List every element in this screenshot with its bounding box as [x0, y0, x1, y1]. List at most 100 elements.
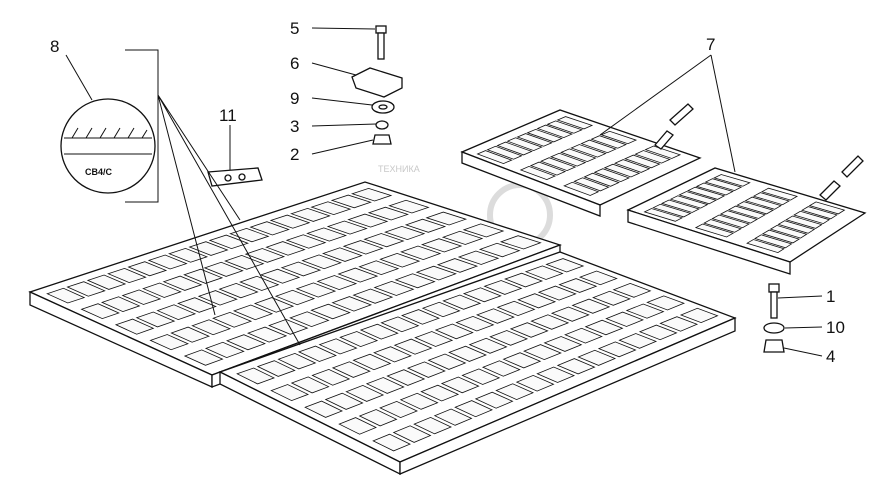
nut-2	[372, 134, 392, 145]
sieve-fin	[509, 322, 549, 338]
sieve-fin	[434, 323, 474, 340]
sieve-fin	[359, 323, 399, 340]
sieve-fin	[290, 207, 331, 222]
washer-10	[763, 322, 785, 334]
sieve-fin	[401, 309, 440, 325]
sieve-fin	[127, 261, 168, 277]
sieve-small-upper	[460, 103, 702, 217]
sieve-fin	[318, 338, 358, 355]
sieve-fin	[481, 360, 521, 377]
sieve-fin	[404, 218, 447, 233]
sieve-small-upper-fins	[476, 116, 682, 196]
sieve-fin	[556, 358, 596, 375]
sieve-fin	[669, 195, 709, 209]
sieve-fin	[652, 203, 692, 218]
sieve-fin	[316, 275, 358, 291]
sieve-fin	[560, 148, 597, 163]
sieve-fin	[232, 304, 274, 321]
sieve-fin	[539, 157, 577, 172]
leader-4	[783, 347, 823, 357]
sieve-fin	[727, 205, 767, 219]
callout-9: 9	[290, 89, 299, 108]
sieve-fin	[399, 392, 439, 410]
sieve-fin	[536, 366, 576, 383]
sieve-fin	[678, 191, 717, 205]
sieve-fin	[304, 400, 343, 418]
sieve-fin	[550, 152, 587, 167]
sieve-fin	[321, 247, 363, 262]
sieve-fin	[285, 234, 327, 249]
detail-section	[64, 137, 152, 155]
sieve-fin	[597, 341, 637, 358]
sieve-fin	[523, 344, 562, 361]
sieve-fin	[502, 352, 542, 369]
sieve-fin	[752, 192, 791, 206]
sieve-fin	[457, 250, 500, 265]
clamp-6	[351, 67, 403, 98]
sieve-fin	[224, 254, 265, 270]
sieve-fin	[229, 227, 270, 243]
sieve-fin	[504, 272, 544, 288]
sieve-fin	[476, 150, 513, 165]
sieve-fin	[188, 241, 229, 256]
sieve-fin	[545, 258, 585, 273]
sieve-fin	[571, 298, 611, 314]
sieve-fin	[454, 400, 494, 418]
sieve-fin	[496, 141, 533, 156]
sieve-fin	[197, 290, 238, 306]
detail-teeth	[71, 127, 148, 139]
detail-bracket	[125, 49, 159, 203]
bracket-11-hole-b	[238, 173, 246, 181]
callout-1: 1	[826, 287, 835, 306]
sieve-fin	[392, 425, 432, 443]
sieve-fin	[420, 238, 463, 253]
callout-5: 5	[290, 19, 299, 38]
sieve-small-lower-latch	[819, 180, 841, 201]
sieve-fin	[365, 377, 405, 394]
sieve-fin	[280, 261, 322, 277]
sieve-fin	[578, 270, 618, 286]
sieve-fin	[289, 311, 330, 328]
sieve-small-lower-handle	[841, 155, 864, 178]
sieve-fin	[270, 384, 310, 402]
sieve-fin	[769, 224, 808, 239]
hardware-bottom-stack	[763, 283, 785, 353]
sieve-fin	[342, 240, 384, 255]
sieve-fin	[253, 297, 295, 313]
sieve-fin	[625, 303, 665, 319]
bracket-11-plate	[207, 167, 263, 187]
sieve-fin	[643, 208, 684, 222]
sieve-fin	[277, 352, 317, 370]
callout-8: 8	[50, 37, 59, 56]
detail-pointer-lines	[157, 94, 301, 346]
watermark-text: ТЕХНИКА	[378, 164, 420, 174]
sieve-fin	[203, 261, 244, 277]
sieve-fin	[660, 199, 701, 213]
sieve-fin	[46, 287, 86, 304]
sieve-fin	[379, 252, 421, 268]
leader-7a	[599, 54, 712, 136]
sieve-fin	[546, 120, 584, 134]
leader-6	[311, 62, 357, 76]
sieve-fin	[259, 268, 301, 284]
sieve-fin	[506, 137, 543, 152]
sieve-fin	[121, 289, 162, 305]
leader-9	[311, 97, 373, 106]
sieve-fin	[331, 361, 371, 378]
sieve-fin	[373, 346, 412, 363]
sieve-fin	[760, 187, 799, 201]
sieve-fin	[406, 361, 446, 378]
sieve-fin	[489, 330, 529, 346]
detail-circle	[60, 98, 156, 194]
sieve-fin	[324, 392, 364, 410]
sieve-right-front	[399, 317, 736, 475]
sieve-fin	[170, 326, 210, 343]
sieve-fin	[462, 287, 502, 303]
sieve-fin	[351, 187, 393, 202]
sieve-fin	[168, 247, 209, 263]
lockwasher-3	[375, 120, 389, 130]
sieve-fin	[659, 316, 699, 332]
sieve-fin	[495, 383, 535, 401]
sieve-fin	[580, 139, 617, 154]
